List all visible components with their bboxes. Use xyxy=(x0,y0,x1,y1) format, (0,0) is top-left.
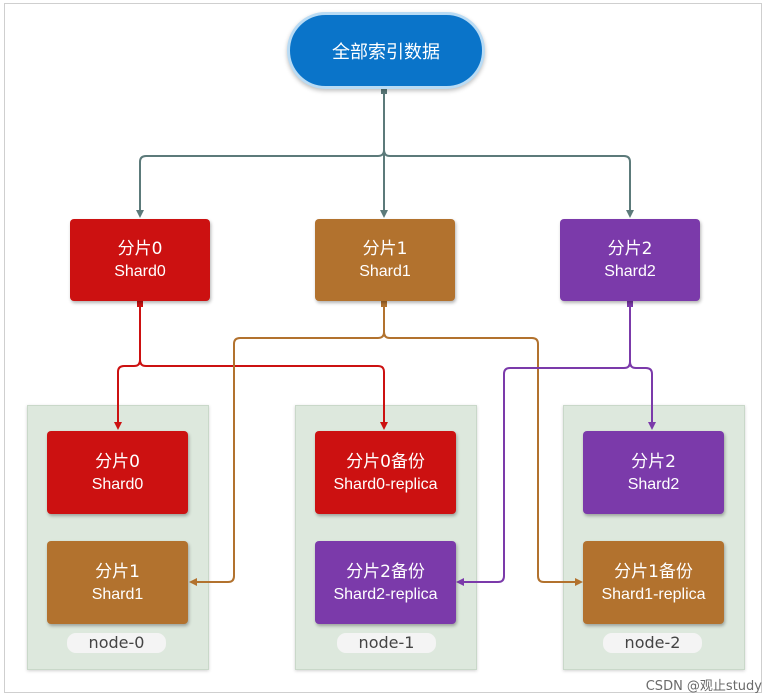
primary-shard-1-name: 分片1 xyxy=(362,239,408,259)
primary-shard-2-code: Shard2 xyxy=(604,263,656,280)
shard2-connectors xyxy=(456,301,656,586)
diagram-frame xyxy=(4,3,762,693)
node-1-shard-top-name: 分片0备份 xyxy=(346,451,425,472)
node-1-shard-bottom-code: Shard2-replica xyxy=(333,585,438,603)
node-0-shard-top-name: 分片0 xyxy=(95,451,140,472)
root-all-index-data: 全部索引数据 xyxy=(287,12,485,89)
node-1-shard-bottom: 分片2备份 Shard2-replica xyxy=(315,541,456,624)
primary-shard-2: 分片2 Shard2 xyxy=(560,219,700,301)
node-0-shard-bottom: 分片1 Shard1 xyxy=(47,541,188,624)
node-0-shard-top: 分片0 Shard0 xyxy=(47,431,188,514)
primary-shard-1: 分片1 Shard1 xyxy=(315,219,455,301)
primary-shard-1-code: Shard1 xyxy=(359,263,411,280)
node-1-label: node-1 xyxy=(337,633,436,653)
node-0-label: node-0 xyxy=(67,633,166,653)
node-2-shard-bottom-name: 分片1备份 xyxy=(614,561,693,582)
root-to-shards-connectors xyxy=(136,88,634,218)
node-2-shard-bottom-code: Shard1-replica xyxy=(601,585,706,603)
node-1-shard-bottom-name: 分片2备份 xyxy=(346,561,425,582)
shard0-connectors xyxy=(114,301,388,430)
node-2-label: node-2 xyxy=(603,633,702,653)
node-2-shard-top-code: Shard2 xyxy=(627,475,680,493)
node-2-shard-top: 分片2 Shard2 xyxy=(583,431,724,514)
watermark: CSDN @观止study xyxy=(645,679,762,694)
root-label: 全部索引数据 xyxy=(332,41,440,63)
shard1-connectors xyxy=(189,301,583,586)
node-0-shard-bottom-name: 分片1 xyxy=(95,561,140,582)
primary-shard-0-name: 分片0 xyxy=(117,239,163,259)
node-0-shard-top-code: Shard0 xyxy=(91,475,144,493)
node-1-shard-top: 分片0备份 Shard0-replica xyxy=(315,431,456,514)
node-2-shard-top-name: 分片2 xyxy=(631,451,676,472)
primary-shard-0-code: Shard0 xyxy=(114,263,166,280)
primary-shard-2-name: 分片2 xyxy=(607,239,653,259)
primary-shard-0: 分片0 Shard0 xyxy=(70,219,210,301)
node-0-shard-bottom-code: Shard1 xyxy=(91,585,144,603)
node-2-shard-bottom: 分片1备份 Shard1-replica xyxy=(583,541,724,624)
node-1-shard-top-code: Shard0-replica xyxy=(333,475,438,493)
